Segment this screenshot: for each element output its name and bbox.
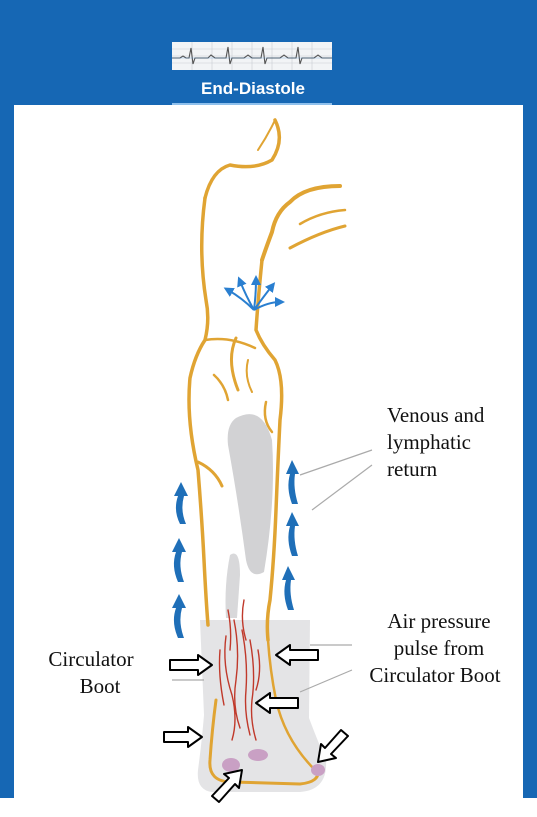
- header-title: End-Diastole: [201, 79, 305, 98]
- label-circulator-boot: Circulator Boot: [34, 646, 148, 700]
- pressure-pad-toe: [311, 764, 325, 776]
- label-air-pressure-line-2: pulse from: [354, 635, 524, 662]
- pressure-pad-instep: [248, 749, 268, 761]
- label-air-pressure-line-1: Air pressure: [354, 608, 524, 635]
- label-venous-return-line-3: return: [387, 456, 484, 483]
- label-venous-return-line-1: Venous and: [387, 402, 484, 429]
- label-air-pressure-line-3: Circulator Boot: [346, 662, 524, 689]
- ecg-strip-icon: [172, 42, 332, 70]
- label-circulator-boot-line-2: Boot: [34, 673, 148, 700]
- pressure-pad-heel: [222, 758, 240, 772]
- label-venous-return-line-2: lymphatic: [387, 429, 484, 456]
- label-circulator-boot-line-1: Circulator: [34, 646, 148, 673]
- label-air-pressure: Air pressure pulse from Circulator Boot: [354, 608, 524, 689]
- label-venous-return: Venous and lymphatic return: [387, 402, 484, 483]
